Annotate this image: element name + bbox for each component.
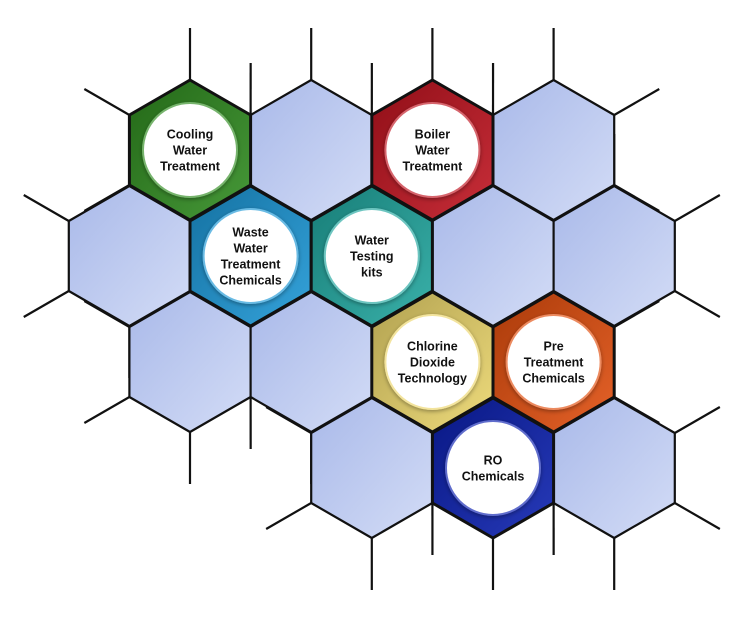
testing-label-line: Water (355, 234, 389, 248)
chlorine-label-line: Dioxide (410, 356, 455, 370)
boiler-label-line: Treatment (403, 160, 464, 174)
chlorine-label-line: Chlorine (407, 340, 458, 354)
ro-label-line: RO (484, 454, 503, 468)
hex-ro: RO Chemicals (430, 396, 556, 540)
connector-line (674, 290, 721, 318)
boiler-label-line: Water (415, 144, 449, 158)
waste-label-line: Treatment (221, 258, 282, 272)
hexagon-grid: CoolingWaterTreatmentBoilerWaterTreatmen… (67, 78, 676, 540)
testing-label-line: Testing (350, 250, 394, 264)
connector-line (83, 88, 130, 116)
label-circle (384, 314, 481, 410)
connector-line (613, 88, 660, 116)
waste-label-line: Chemicals (219, 274, 282, 288)
connector-line (83, 396, 130, 424)
connector-line (674, 194, 721, 222)
pretreatment-label-line: Pre (544, 340, 564, 354)
connector-line (23, 290, 70, 318)
cooling-label-line: Treatment (160, 160, 221, 174)
label-circle (142, 102, 238, 198)
boiler-label-line: Boiler (415, 128, 451, 142)
waste-label-line: Waste (232, 226, 268, 240)
chlorine-label-line: Technology (398, 372, 467, 386)
connector-line (23, 194, 70, 222)
connector-line (674, 502, 721, 530)
testing-label-line: kits (361, 266, 383, 280)
label-circle (202, 208, 299, 304)
connector-line (674, 406, 721, 434)
ro-label-line: Chemicals (462, 470, 525, 484)
waste-label-line: Water (233, 242, 267, 256)
pretreatment-label-line: Chemicals (522, 372, 585, 386)
label-circle (323, 208, 420, 304)
cooling-label-line: Cooling (167, 128, 214, 142)
label-circle (445, 420, 541, 516)
label-circle (505, 314, 602, 410)
cooling-label-line: Water (173, 144, 207, 158)
connector-line (265, 502, 312, 530)
pretreatment-label-line: Treatment (524, 356, 585, 370)
label-circle (384, 102, 481, 198)
